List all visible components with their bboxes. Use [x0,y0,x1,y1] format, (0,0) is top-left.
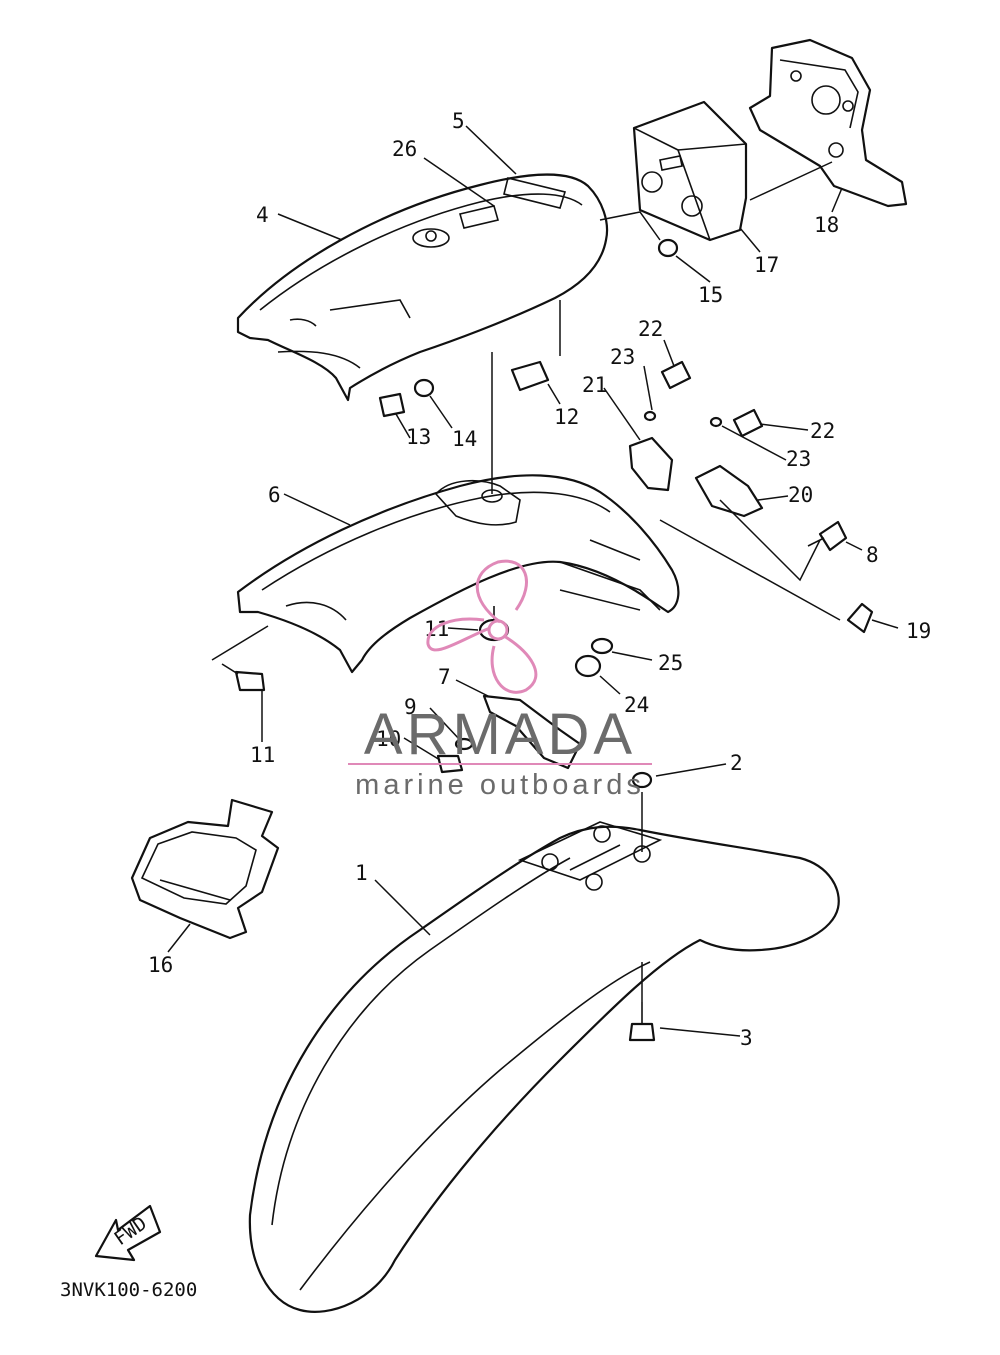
callout-21: 21 [582,373,607,397]
propeller-logo-icon [426,559,538,694]
callout-26: 26 [392,137,417,161]
callout-11b: 11 [250,743,275,767]
callout-4: 4 [256,203,269,227]
watermark: ARMADA marine outboards [348,559,652,801]
callout-23a: 23 [610,345,635,369]
callout-8: 8 [866,543,879,567]
rear-fender [248,821,840,1313]
callout-13: 13 [406,425,431,449]
callout-15: 15 [698,283,723,307]
watermark-brand: ARMADA [364,702,636,767]
callout-1: 1 [355,861,368,885]
callout-2: 2 [730,751,743,775]
callout-20: 20 [788,483,813,507]
assembly-lines [211,161,841,1002]
callout-23b: 23 [786,447,811,471]
drawing-code: 3NVK100-6200 [60,1279,197,1301]
callout-17: 17 [754,253,779,277]
callout-18: 18 [814,213,839,237]
callout-leaders [167,125,899,1037]
callout-14: 14 [452,427,477,451]
callout-24: 24 [624,693,649,717]
hardware [94,238,874,1262]
callout-22b: 22 [810,419,835,443]
callout-10: 10 [376,727,401,751]
callout-5: 5 [452,109,465,133]
mud-flap [130,798,280,940]
watermark-tagline: marine outboards [355,769,645,801]
callouts: 1 2 3 4 5 6 7 8 9 10 11 11 12 13 14 15 1… [148,109,931,1050]
callout-25: 25 [658,651,683,675]
tail-cover [236,173,609,402]
tail-light-housing [748,38,908,208]
callout-19: 19 [906,619,931,643]
callout-6: 6 [268,483,281,507]
callout-7: 7 [438,665,451,689]
callout-9: 9 [404,695,417,719]
callout-16: 16 [148,953,173,977]
callout-22a: 22 [638,317,663,341]
callout-3: 3 [740,1026,753,1050]
fwd-arrow [94,1204,162,1262]
callout-12: 12 [554,405,579,429]
license-bracket [632,100,748,242]
